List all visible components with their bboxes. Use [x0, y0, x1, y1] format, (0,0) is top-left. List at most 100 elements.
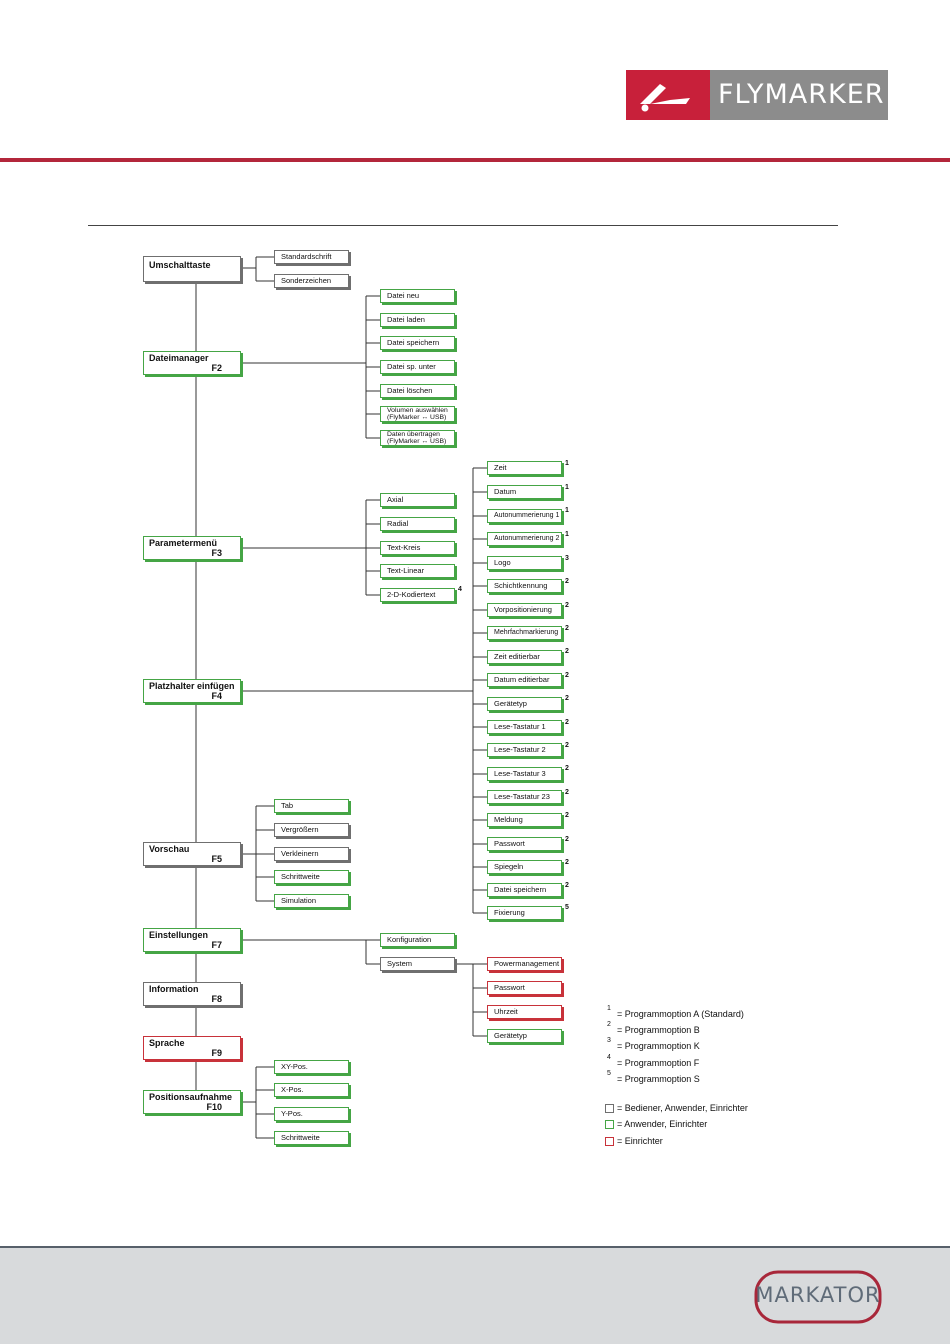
- node-platzhalter-title: Platzhalter einfügen: [149, 681, 235, 691]
- sup-vorpositionierung: 2: [565, 602, 569, 609]
- leaf-autonummerierung-1: Autonummerierung 1: [487, 509, 562, 523]
- leaf-logo: Logo: [487, 556, 562, 570]
- leaf-volumen-auswaehlen: Volumen auswählen (FlyMarker ↔ USB): [380, 406, 455, 422]
- leaf-x-pos: X-Pos.: [274, 1083, 349, 1097]
- node-information: Information F8: [143, 982, 241, 1006]
- sup-logo: 3: [565, 555, 569, 562]
- node-umschalttaste: Umschalttaste: [143, 256, 241, 282]
- node-positionsaufnahme-title: Positionsaufnahme: [149, 1092, 233, 1102]
- node-dateimanager-fkey: F2: [211, 362, 222, 373]
- node-positionsaufnahme: Positionsaufnahme F10: [143, 1090, 241, 1114]
- sup-autonummerierung-1: 1: [565, 507, 569, 514]
- leaf-schrittweite-vorschau: Schrittweite: [274, 870, 349, 884]
- leaf-lese-tastatur-2: Lese-Tastatur 2: [487, 743, 562, 757]
- leaf-datum: Datum: [487, 485, 562, 499]
- leaf-2d-kodiertext: 2-D-Kodiertext: [380, 588, 455, 602]
- legend-num-3: 3: [607, 1037, 611, 1044]
- legend-text-4: = Programmoption F: [617, 1058, 700, 1068]
- node-einstellungen-fkey: F7: [211, 939, 222, 950]
- sup-datum-editierbar: 2: [565, 672, 569, 679]
- sup-meldung: 2: [565, 812, 569, 819]
- leaf-sonderzeichen: Sonderzeichen: [274, 274, 349, 288]
- leaf-tab: Tab: [274, 799, 349, 813]
- node-sprache-fkey: F9: [211, 1047, 222, 1058]
- leaf-daten-line2: (FlyMarker ↔ USB): [387, 438, 447, 445]
- leaf-radial: Radial: [380, 517, 455, 531]
- leaf-zeit: Zeit: [487, 461, 562, 475]
- node-parametermenue-title: Parametermenü: [149, 538, 218, 548]
- markator-logo: MARKATOR: [753, 1269, 883, 1325]
- legend-text-2: = Programmoption B: [617, 1025, 700, 1035]
- flymarker-logo: FLYMARKER: [626, 70, 888, 120]
- sup-schichtkennung: 2: [565, 578, 569, 585]
- node-dateimanager: Dateimanager F2: [143, 351, 241, 375]
- sup-geraetetyp: 2: [565, 695, 569, 702]
- sup-fixierung: 5: [565, 904, 569, 911]
- leaf-datei-speichern: Datei speichern: [380, 336, 455, 350]
- legend-gray-square: [605, 1104, 614, 1113]
- node-vorschau: Vorschau F5: [143, 842, 241, 866]
- node-umschalttaste-title: Umschalttaste: [149, 260, 211, 270]
- legend-num-2: 2: [607, 1021, 611, 1028]
- legend-num-1: 1: [607, 1005, 611, 1012]
- footer: [0, 1248, 950, 1344]
- leaf-system: System: [380, 957, 455, 971]
- leaf-passwort-system: Passwort: [487, 981, 562, 995]
- node-parametermenue: Parametermenü F3: [143, 536, 241, 560]
- leaf-uhrzeit: Uhrzeit: [487, 1005, 562, 1019]
- flymarker-logo-mark: [626, 70, 710, 120]
- leaf-standardschrift: Standardschrift: [274, 250, 349, 264]
- node-vorschau-title: Vorschau: [149, 844, 190, 854]
- markator-logo-text: MARKATOR: [755, 1283, 881, 1307]
- node-dateimanager-title: Dateimanager: [149, 353, 209, 363]
- header-thin-rule: [88, 225, 838, 226]
- leaf-datei-neu: Datei neu: [380, 289, 455, 303]
- leaf-axial: Axial: [380, 493, 455, 507]
- leaf-datei-loeschen: Datei löschen: [380, 384, 455, 398]
- node-sprache: Sprache F9: [143, 1036, 241, 1060]
- header-red-rule: [0, 158, 950, 162]
- sup-datum: 1: [565, 484, 569, 491]
- sup-autonummerierung-2: 1: [565, 531, 569, 538]
- node-einstellungen: Einstellungen F7: [143, 928, 241, 952]
- leaf-xy-pos: XY-Pos.: [274, 1060, 349, 1074]
- leaf-meldung: Meldung: [487, 813, 562, 827]
- leaf-lese-tastatur-23: Lese-Tastatur 23: [487, 790, 562, 804]
- leaf-text-linear: Text-Linear: [380, 564, 455, 578]
- flymarker-logo-text: FLYMARKER: [718, 79, 885, 110]
- sup-lese-tastatur-23: 2: [565, 789, 569, 796]
- legend-num-4: 4: [607, 1054, 611, 1061]
- legend-text-5: = Programmoption S: [617, 1074, 700, 1084]
- leaf-datei-sp-unter: Datei sp. unter: [380, 360, 455, 374]
- leaf-zeit-editierbar: Zeit editierbar: [487, 650, 562, 664]
- leaf-schichtkennung: Schichtkennung: [487, 579, 562, 593]
- sup-datei-speichern: 2: [565, 882, 569, 889]
- sup-passwort: 2: [565, 836, 569, 843]
- sup-spiegeln: 2: [565, 859, 569, 866]
- node-information-title: Information: [149, 984, 199, 994]
- node-einstellungen-title: Einstellungen: [149, 930, 209, 940]
- legend-role-red: = Einrichter: [617, 1136, 663, 1146]
- leaf-vergroessern: Vergrößern: [274, 823, 349, 837]
- leaf-simulation: Simulation: [274, 894, 349, 908]
- legend-red-square: [605, 1137, 614, 1146]
- leaf-mehrfachmarkierung: Mehrfachmarkierung: [487, 626, 562, 640]
- sup-lese-tastatur-1: 2: [565, 719, 569, 726]
- leaf-verkleinern: Verkleinern: [274, 847, 349, 861]
- leaf-lese-tastatur-3: Lese-Tastatur 3: [487, 767, 562, 781]
- leaf-lese-tastatur-1: Lese-Tastatur 1: [487, 720, 562, 734]
- leaf-autonummerierung-2: Autonummerierung 2: [487, 532, 562, 546]
- legend-text-3: = Programmoption K: [617, 1041, 700, 1051]
- leaf-powermanagement: Powermanagement: [487, 957, 562, 971]
- node-platzhalter: Platzhalter einfügen F4: [143, 679, 241, 703]
- node-sprache-title: Sprache: [149, 1038, 185, 1048]
- legend-text-1: = Programmoption A (Standard): [617, 1009, 744, 1019]
- sup-lese-tastatur-2: 2: [565, 742, 569, 749]
- leaf-daten-uebertragen: Daten übertragen (FlyMarker ↔ USB): [380, 430, 455, 446]
- legend-num-5: 5: [607, 1070, 611, 1077]
- legend-role-green: = Anwender, Einrichter: [617, 1119, 708, 1129]
- leaf-geraetetyp-system: Gerätetyp: [487, 1029, 562, 1043]
- leaf-passwort: Passwort: [487, 837, 562, 851]
- markator-logo-ring: [754, 1270, 882, 1324]
- leaf-datei-laden: Datei laden: [380, 313, 455, 327]
